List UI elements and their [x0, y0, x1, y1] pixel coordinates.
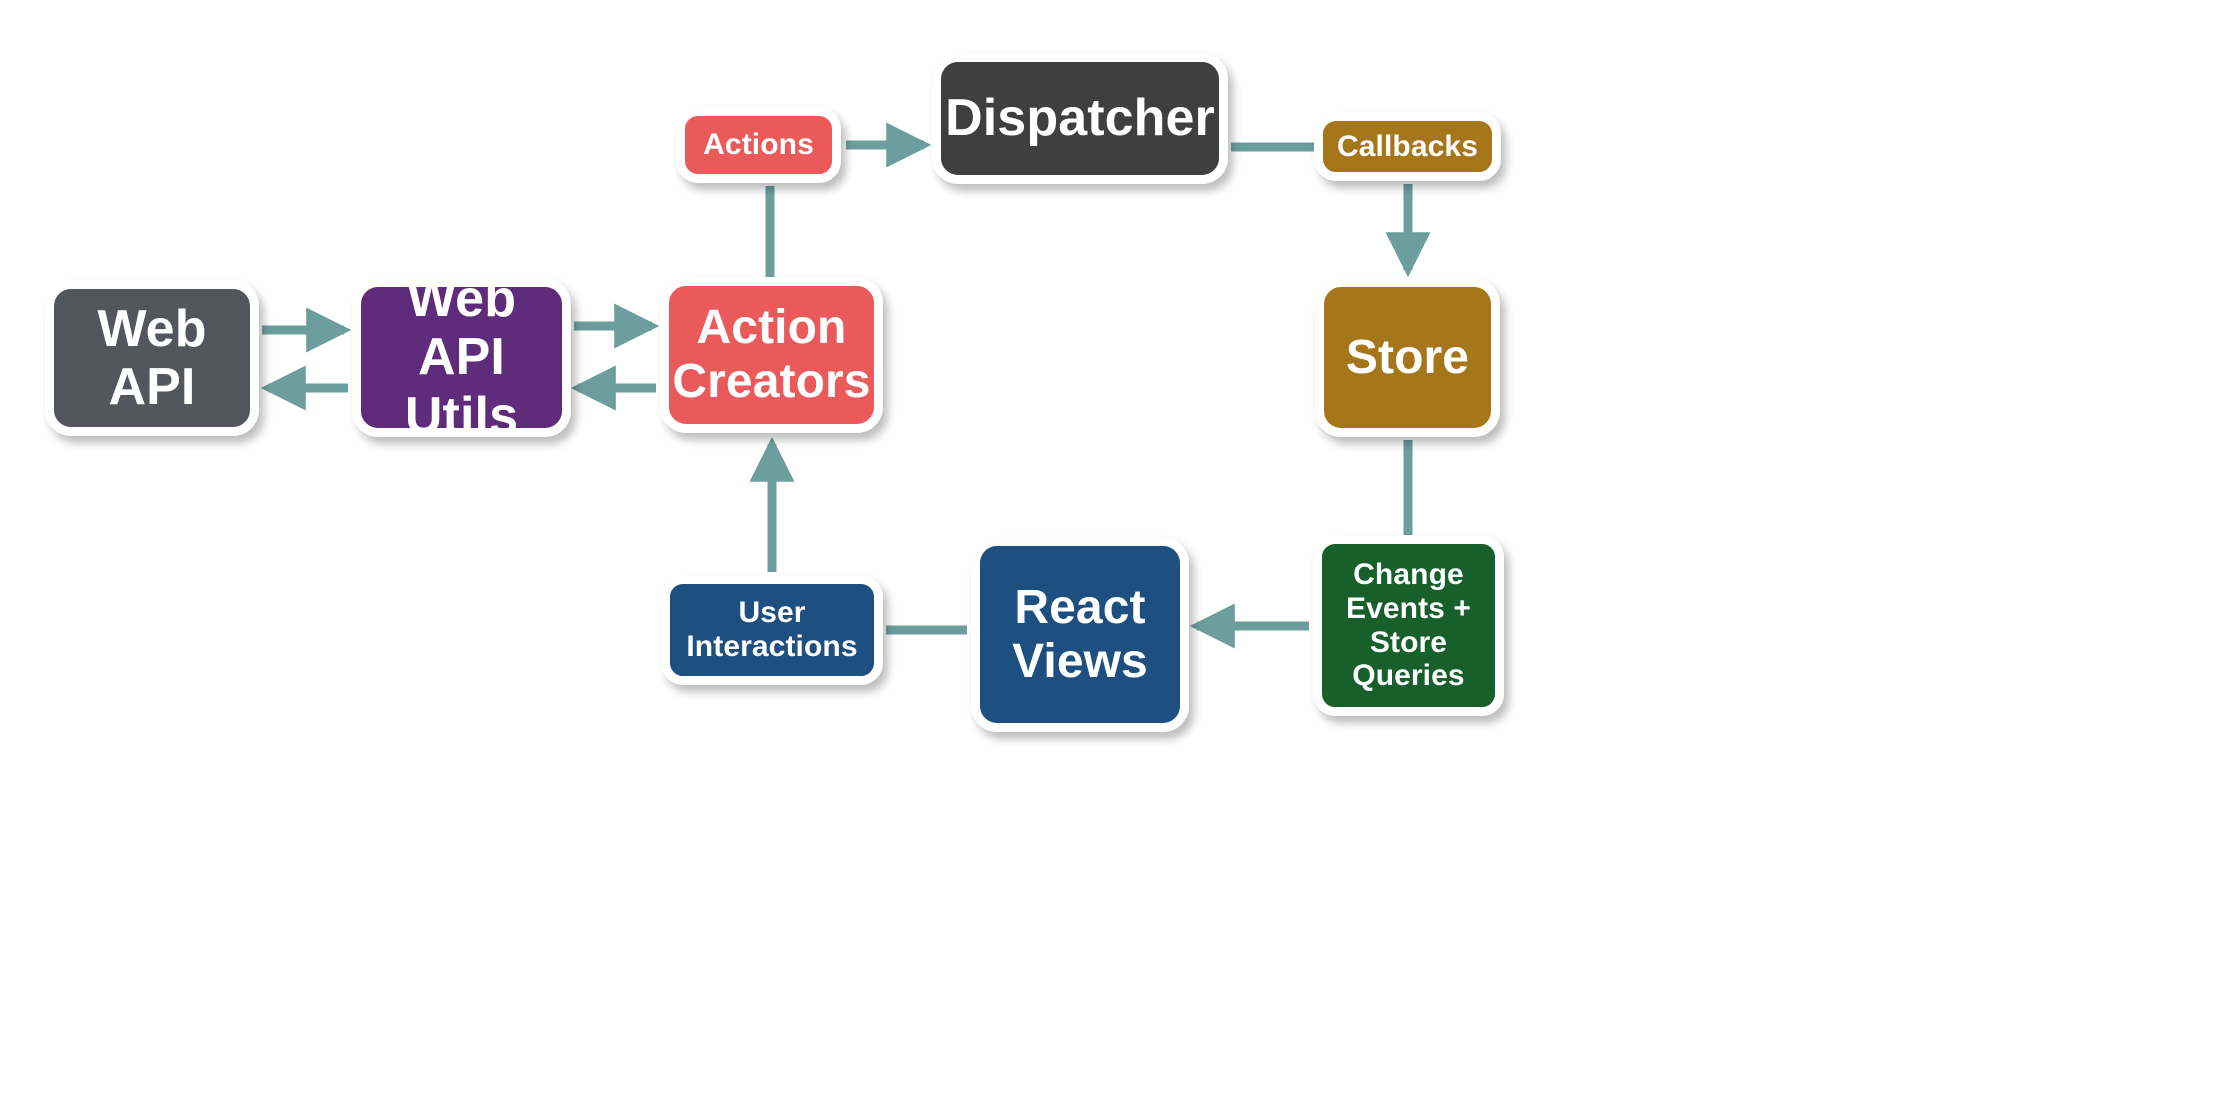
node-dispatcher[interactable]: Dispatcher — [932, 53, 1228, 184]
node-callbacks[interactable]: Callbacks — [1314, 112, 1501, 181]
node-react-views-label: React Views — [1012, 580, 1148, 688]
node-actions-label: Actions — [703, 128, 814, 162]
node-change-events-store-queries-label: Change Events + Store Queries — [1345, 558, 1472, 693]
node-web-api-label: Web API — [97, 299, 207, 416]
node-store-label: Store — [1345, 330, 1470, 384]
node-web-api-utils-label: Web API Utils — [404, 270, 519, 445]
node-react-views[interactable]: React Views — [971, 537, 1189, 732]
node-store[interactable]: Store — [1315, 278, 1500, 437]
node-action-creators-label: Action Creators — [672, 301, 871, 408]
node-change-events-store-queries[interactable]: Change Events + Store Queries — [1313, 535, 1504, 716]
node-action-creators[interactable]: Action Creators — [660, 277, 883, 433]
node-user-interactions-label: User Interactions — [686, 596, 858, 663]
node-dispatcher-label: Dispatcher — [945, 89, 1215, 148]
node-callbacks-label: Callbacks — [1337, 129, 1478, 163]
node-user-interactions[interactable]: User Interactions — [661, 575, 883, 685]
node-web-api[interactable]: Web API — [45, 280, 259, 436]
node-web-api-utils[interactable]: Web API Utils — [352, 270, 571, 445]
node-actions[interactable]: Actions — [676, 107, 841, 183]
